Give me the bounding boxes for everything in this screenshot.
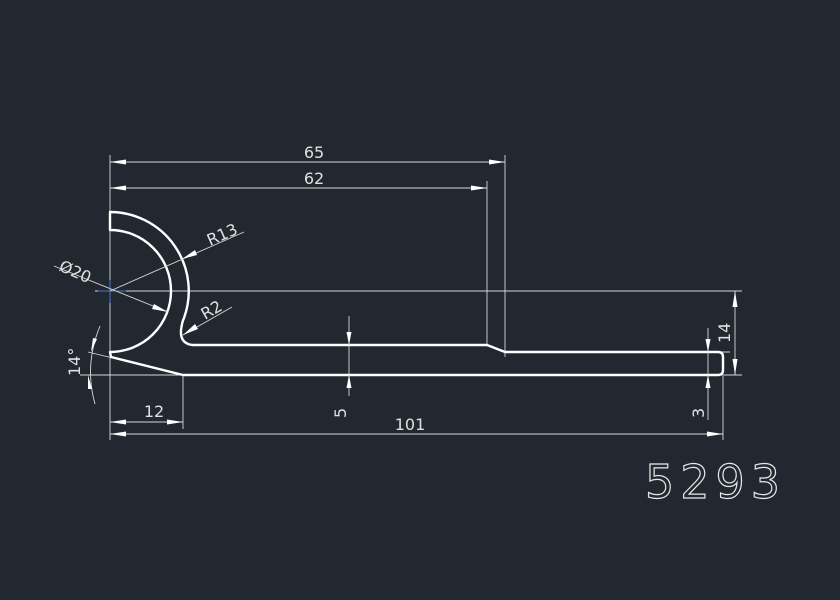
dimension-101: 101 (110, 415, 723, 437)
svg-text:12: 12 (144, 402, 164, 421)
profile-outline (108, 210, 725, 377)
svg-text:101: 101 (395, 415, 426, 434)
svg-text:R13: R13 (204, 219, 240, 249)
dimension-angle-14: 14° (65, 325, 101, 405)
dimension-14: 14 (715, 291, 738, 375)
dimension-diameter-20: Ø20 (53, 256, 169, 313)
dimension-r13: R13 (109, 219, 245, 292)
svg-text:14°: 14° (65, 348, 84, 376)
part-number: 5293 (645, 455, 786, 509)
center-mark (98, 280, 126, 303)
svg-text:3: 3 (689, 408, 708, 418)
dimension-r2: R2 (182, 296, 233, 336)
dimension-12: 12 (110, 402, 183, 425)
extension-lines (80, 155, 742, 440)
dimension-62: 62 (110, 169, 487, 191)
svg-text:Ø20: Ø20 (56, 256, 94, 287)
svg-text:65: 65 (304, 143, 324, 162)
dimension-5: 5 (331, 316, 352, 418)
svg-text:5: 5 (331, 408, 350, 418)
dimension-65: 65 (110, 143, 505, 165)
svg-text:62: 62 (304, 169, 324, 188)
svg-text:R2: R2 (198, 296, 226, 323)
svg-text:14: 14 (715, 323, 734, 343)
dimension-3: 3 (689, 328, 711, 420)
